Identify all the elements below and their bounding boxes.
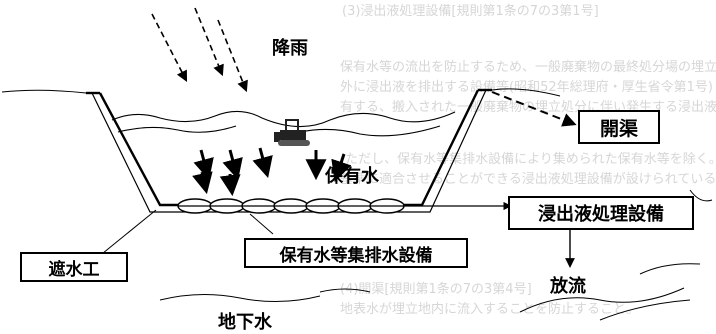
groundwater-lines bbox=[159, 288, 371, 303]
pipe-leader-line bbox=[249, 213, 274, 235]
collection-pipes bbox=[177, 198, 512, 214]
collection-drainage-label: 保有水等集排水設備 bbox=[279, 245, 433, 266]
bg-text-line: 外に浸出液を排出する設備等(昭和52年総理府・厚生省令第1号) bbox=[340, 80, 713, 95]
rain-arrow bbox=[194, 7, 224, 77]
basin-outline bbox=[98, 89, 480, 207]
rain-arrow bbox=[217, 19, 248, 93]
open-channel-box: 開渠 bbox=[578, 110, 660, 144]
bulldozer-icon bbox=[274, 119, 310, 146]
bg-text-line: 地表水が埋立地内に流入することを防止すること。 bbox=[340, 302, 640, 317]
leachate-treatment-box: 浸出液処理設備 bbox=[508, 196, 694, 230]
rain-arrows bbox=[151, 7, 248, 93]
bg-text-line: (ただし、保有水等集排水設備により集められた保有水等を除く。) bbox=[340, 152, 716, 167]
bg-text-line: 保有水等の流出を防止するため、一般廃棄物の最終処分場の埋立地に設置される遮水工の bbox=[340, 60, 716, 75]
leachate-treatment-label: 浸出液処理設備 bbox=[538, 204, 664, 225]
retained-water-label: 保有水 bbox=[325, 166, 379, 187]
open-channel-label: 開渠 bbox=[599, 117, 638, 140]
rain-label: 降雨 bbox=[272, 38, 308, 59]
runoff-arrow bbox=[491, 91, 577, 127]
percolation-arrows bbox=[192, 147, 352, 197]
bg-text-line: 基準に適合させることができる浸出液処理設備が設けられていること。 bbox=[340, 172, 716, 187]
impermeable-work-label: 遮水工 bbox=[48, 259, 100, 280]
discharge-label: 放流 bbox=[550, 276, 586, 297]
groundwater-label: 地下水 bbox=[218, 312, 272, 333]
landfill-basin bbox=[86, 88, 492, 213]
collection-drainage-box: 保有水等集排水設備 bbox=[244, 238, 468, 268]
waste-fill-surface bbox=[111, 110, 456, 137]
rain-arrow bbox=[151, 13, 188, 82]
water-flow-lines bbox=[519, 189, 713, 321]
bg-text-line: (3)浸出液処理設備[規則第1条の7の3第1号] bbox=[342, 4, 599, 19]
bg-text-line: (4)開渠[規則第1条の7の3第4号] bbox=[340, 282, 532, 297]
impermeable-work-box: 遮水工 bbox=[20, 252, 128, 282]
ground-surface bbox=[1, 88, 561, 97]
